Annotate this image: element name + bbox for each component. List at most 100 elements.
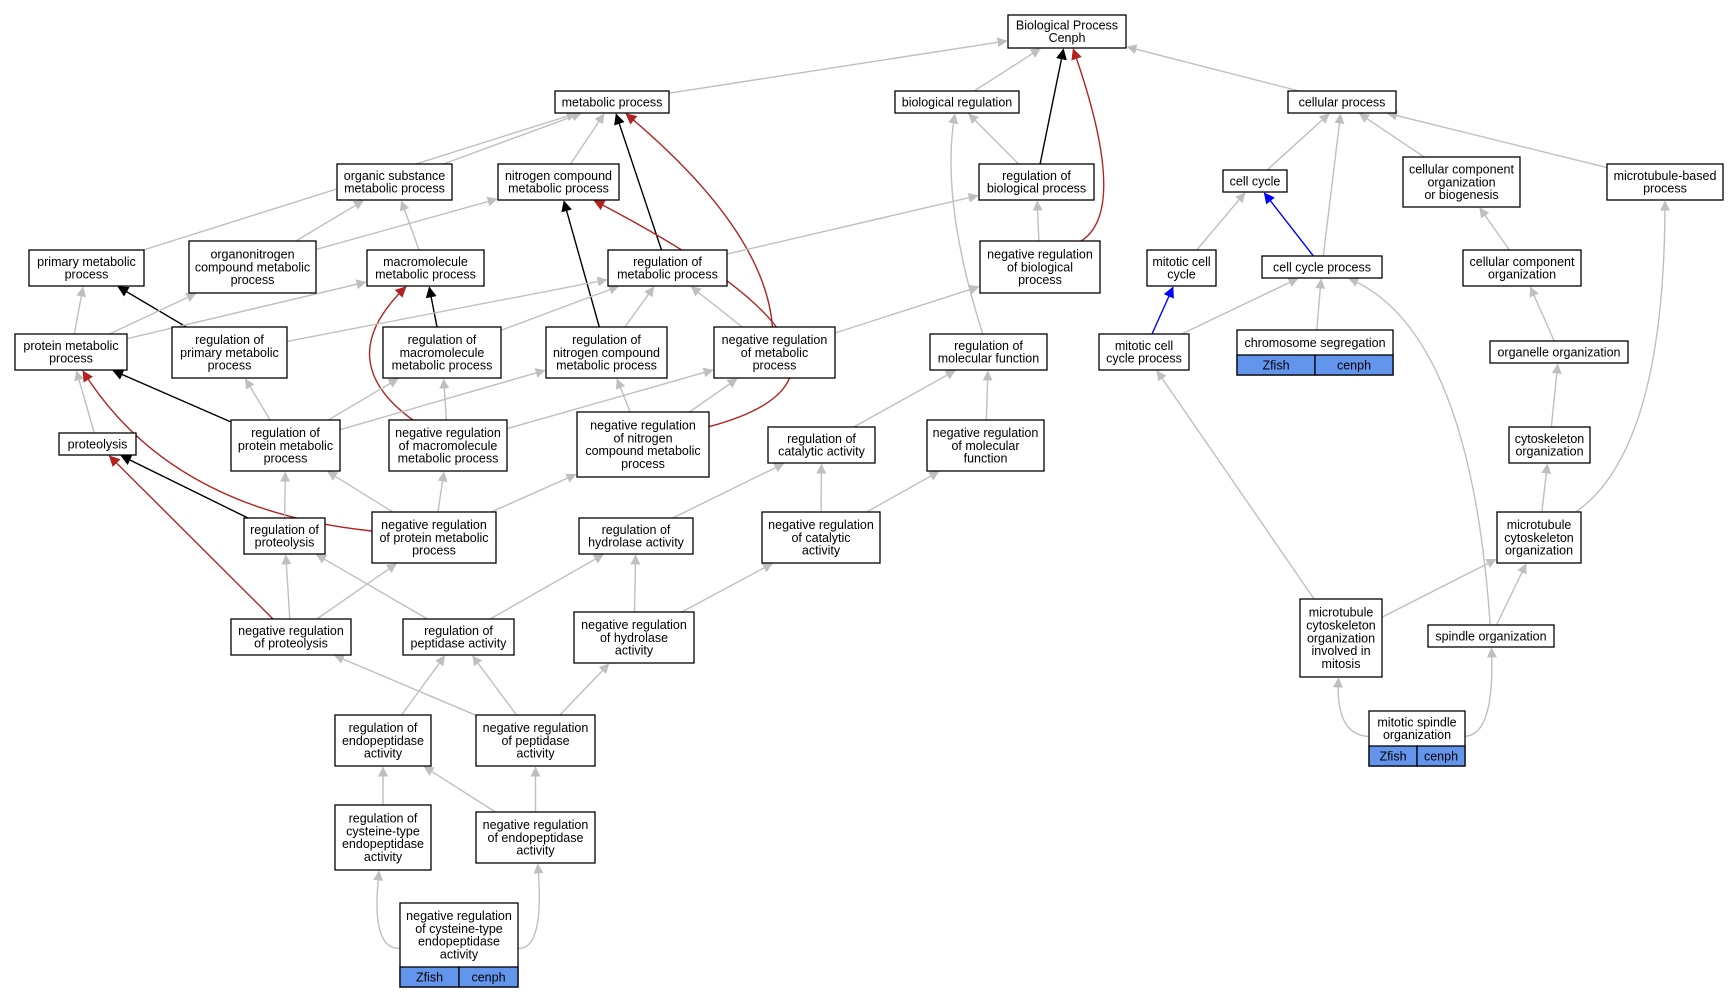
go-term-box (1462, 249, 1582, 287)
go-term-label-line: regulation of (424, 624, 493, 638)
go-term-label-line: molecular function (938, 352, 1039, 366)
go-term-regcysteine[interactable]: regulation ofcysteine-typeendopeptidasea… (334, 804, 432, 871)
go-term-label-line: regulation of (633, 255, 702, 269)
go-term-ccprocess[interactable]: cell cycle process (1261, 255, 1383, 279)
go-term-box (1261, 255, 1383, 279)
go-term-spindleorg[interactable]: spindle organization (1427, 624, 1555, 648)
edge-negregpeptidase-to-regpeptidase (472, 655, 518, 716)
go-term-label-line: of protein metabolic (379, 531, 488, 545)
edge-ccprocess-to-cellcycle (1263, 192, 1314, 257)
go-term-box (1496, 511, 1582, 564)
edge-regprotmetab-to-regnitro (339, 368, 546, 431)
go-term-label-line: metabolic process (508, 182, 609, 196)
go-term-box (1287, 90, 1397, 114)
go-term-mtcytomitosis[interactable]: microtubulecytoskeletonorganizationinvol… (1299, 598, 1383, 678)
edge-regprotmetab-to-protmetab (112, 369, 232, 423)
go-term-label-line: activity (516, 844, 555, 858)
go-term-label-line: catalytic activity (778, 445, 866, 459)
go-term-cellular[interactable]: cellular process (1287, 90, 1397, 114)
go-term-label-line: metabolic process (375, 268, 476, 282)
go-term-label-line: regulation of (408, 333, 477, 347)
edge-regnitro-to-regmetab (624, 286, 655, 328)
go-term-box (388, 419, 508, 472)
edge-negregprotmetab-to-negregmacro (437, 471, 448, 513)
go-term-label-line: chromosome segregation (1244, 336, 1385, 350)
go-term-label-line: cycle (1167, 268, 1196, 282)
go-term-bioreg[interactable]: biological regulation (894, 90, 1020, 114)
go-term-box (767, 426, 876, 464)
edge-regprimary-to-primary (117, 286, 187, 328)
annotation-label: Zfish (416, 971, 443, 985)
go-term-label-line: organization (1427, 175, 1495, 189)
go-term-label-line: endopeptidase (418, 935, 500, 949)
go-term-label-line: negative regulation (987, 248, 1093, 262)
annotation-label: cenph (1337, 359, 1371, 373)
go-term-cellcycle[interactable]: cell cycle (1222, 169, 1288, 193)
go-term-label-line: endopeptidase (342, 734, 424, 748)
go-term-box (230, 618, 352, 656)
go-term-box (402, 618, 515, 656)
go-term-label-line: regulation of (349, 721, 418, 735)
go-term-label-line: process (412, 544, 456, 558)
edge-ccob-to-cellular (1358, 113, 1425, 158)
go-term-proteolysis[interactable]: proteolysis (58, 432, 137, 456)
go-term-metabolic[interactable]: metabolic process (554, 90, 670, 114)
edge-negregmacro-to-negregmetab (506, 367, 714, 430)
edge-negregcatalytic-to-negregmolfunc (866, 471, 940, 513)
go-term-box (554, 90, 670, 114)
go-term-box (497, 163, 620, 201)
go-term-label-line: cell cycle (1230, 174, 1281, 188)
edge-spindleorg-to-ccprocess (1348, 277, 1491, 626)
edge-mitoticccp-to-mitoticcc (1151, 286, 1174, 335)
edge-mtcytomitosis-to-mtcyto (1381, 558, 1497, 618)
edge-negregmetab-to-negregbio (834, 284, 980, 334)
go-term-label-line: of biological (1007, 260, 1073, 274)
go-term-box (979, 240, 1101, 294)
go-term-organelle[interactable]: organelle organization (1489, 340, 1629, 364)
go-term-label-line: cycle process (1106, 352, 1182, 366)
go-term-label-line: regulation of (1002, 169, 1071, 183)
edge-mitspindle-to-mtcytomitosis (1332, 677, 1370, 738)
edge-negregprotmetab-to-negregnitro (491, 473, 577, 513)
